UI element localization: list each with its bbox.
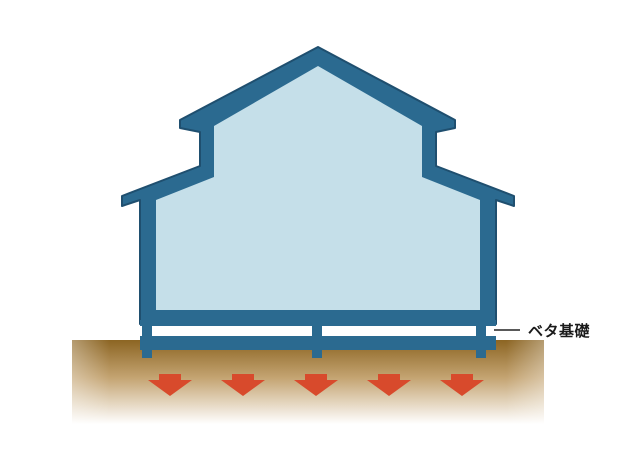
down-arrow (367, 374, 411, 396)
house-interior (156, 66, 480, 310)
down-arrow (148, 374, 192, 396)
mat-slab (140, 336, 496, 350)
callout-label: ベタ基礎 (528, 322, 591, 340)
down-arrow (440, 374, 484, 396)
down-arrow (221, 374, 265, 396)
down-arrow (294, 374, 338, 396)
load-arrows (148, 374, 484, 396)
